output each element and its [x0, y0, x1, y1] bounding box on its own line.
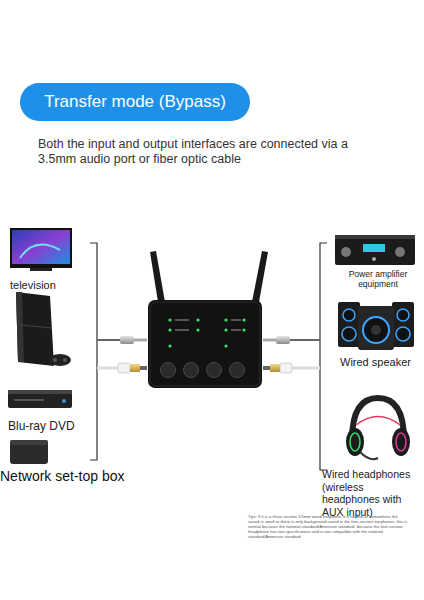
settop-icon — [10, 440, 48, 464]
console-icon-part — [53, 358, 57, 362]
converter-device-part — [150, 302, 260, 386]
output-cables — [263, 336, 320, 373]
headset-icon-part — [396, 433, 406, 451]
speaker-icon — [338, 302, 414, 350]
input-cables-part — [97, 339, 120, 341]
device-label: Blu-ray DVD — [8, 419, 98, 433]
left-bracket — [90, 243, 97, 460]
converter-device-part — [168, 328, 171, 331]
speaker-icon-part — [343, 309, 355, 321]
bluray-icon-part — [14, 399, 44, 401]
speaker-icon-part — [396, 327, 410, 341]
converter-device-part — [231, 319, 241, 321]
console-icon-part — [63, 358, 67, 362]
television-icon-part — [30, 268, 52, 271]
device-label: Wired speaker — [340, 356, 420, 369]
input-cables-part — [120, 336, 134, 344]
input-cables-part — [118, 363, 130, 373]
converter-device-part — [242, 328, 245, 331]
device-label: Wired headphones (wireless headphones wi… — [322, 468, 422, 518]
amplifier-icon-part — [372, 257, 376, 261]
converter-device-part — [224, 328, 227, 331]
console-icon-part — [16, 292, 54, 366]
headset-icon-part — [350, 433, 360, 451]
converter-device-part — [252, 251, 268, 302]
input-cables-part — [97, 367, 118, 370]
console-icon-part — [20, 325, 52, 328]
input-cables-part — [134, 339, 147, 342]
speaker-icon-part — [392, 302, 414, 347]
converter-device-part — [161, 363, 176, 378]
converter-device — [148, 251, 268, 388]
amplifier-icon-part — [363, 244, 385, 252]
bluray-icon — [8, 390, 72, 408]
converter-device-part — [230, 363, 245, 378]
converter-device-part — [168, 318, 171, 321]
output-cables-part — [263, 339, 276, 342]
right-bracket — [320, 243, 327, 470]
headset-icon-part — [360, 452, 378, 459]
device-label: Power amplifier equipment — [348, 269, 408, 289]
bluray-icon-part — [8, 390, 72, 408]
settop-icon-part — [10, 440, 48, 445]
converter-device-part — [231, 329, 241, 331]
console-icon-part — [16, 292, 24, 362]
input-cables-part — [140, 366, 147, 370]
converter-device-part — [242, 318, 245, 321]
converter-device-part — [224, 318, 227, 321]
headset-icon-part — [392, 428, 410, 456]
television-icon-part — [20, 245, 60, 258]
converter-device-part — [207, 363, 222, 378]
television-icon-part — [10, 228, 72, 268]
output-cables-part — [290, 339, 320, 341]
converter-device-part — [175, 329, 189, 331]
speaker-icon-part — [371, 325, 381, 335]
device-label: Network set-top box — [0, 468, 160, 485]
amplifier-icon-part — [335, 235, 415, 265]
bluray-icon-part — [62, 399, 66, 403]
console-icon — [16, 292, 71, 366]
console-icon-part — [49, 354, 71, 366]
output-cables-part — [276, 336, 290, 344]
output-cables-part — [280, 363, 292, 373]
input-cables-part — [130, 364, 140, 372]
converter-device-part — [196, 318, 199, 321]
converter-device-part — [196, 328, 199, 331]
amplifier-icon-part — [341, 247, 351, 257]
output-cables-part — [270, 364, 280, 372]
converter-device-part — [150, 251, 165, 302]
input-cables — [97, 336, 147, 373]
converter-device-part — [168, 344, 171, 347]
title-pill: Transfer mode (Bypass) — [20, 83, 250, 121]
speaker-icon-part — [338, 302, 360, 347]
headset-icon-part — [346, 428, 364, 456]
television-icon-part — [12, 230, 70, 264]
subtitle-text: Both the input and output interfaces are… — [38, 137, 368, 167]
headset-icon — [346, 398, 410, 459]
settop-icon-part — [10, 440, 48, 464]
output-cables-part — [292, 367, 320, 370]
headset-icon-part — [356, 417, 400, 426]
amplifier-icon — [335, 235, 415, 265]
converter-device-part — [148, 300, 262, 388]
output-cables-part — [263, 366, 270, 370]
speaker-icon-part — [363, 317, 389, 343]
converter-device-part — [184, 363, 199, 378]
device-label: television — [10, 279, 90, 292]
amplifier-icon-part — [395, 247, 405, 257]
speaker-icon-part — [342, 327, 356, 341]
converter-device-part — [224, 344, 227, 347]
speaker-icon-part — [397, 309, 409, 321]
converter-device-part — [175, 319, 189, 321]
title-text: Transfer mode (Bypass) — [44, 92, 226, 112]
tips-note: Tips: If it is a three-section 3.5mm wir… — [248, 514, 408, 539]
bluray-icon-part — [8, 390, 72, 394]
speaker-icon-part — [358, 306, 394, 350]
television-icon — [10, 228, 72, 271]
amplifier-icon-part — [335, 235, 415, 239]
